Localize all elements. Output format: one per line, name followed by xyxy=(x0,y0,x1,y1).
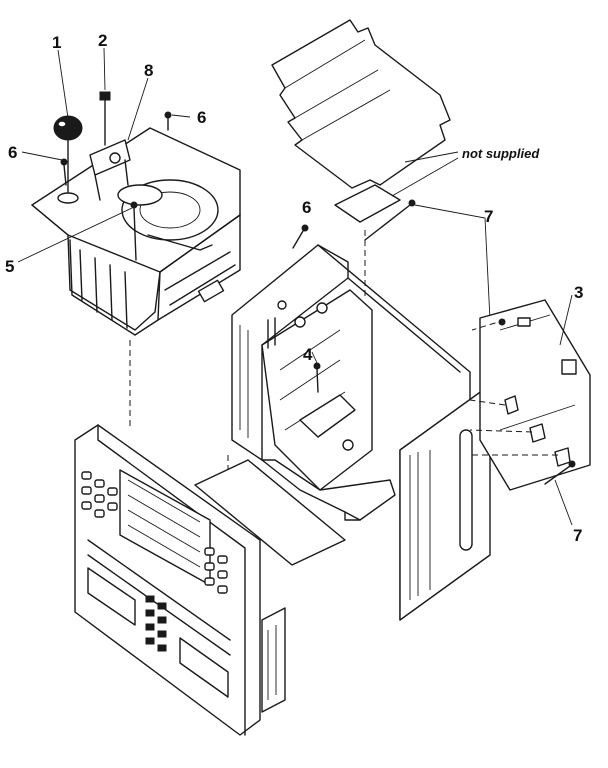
callout-labels: 1 2 8 6 6 6 5 7 3 4 7 not supplied xyxy=(5,31,583,545)
callout-1: 1 xyxy=(52,33,61,52)
callout-6-left: 6 xyxy=(8,143,17,162)
button-cluster-right xyxy=(204,547,228,594)
fasteners-upper xyxy=(292,199,491,321)
callout-4: 4 xyxy=(303,345,313,364)
main-chassis xyxy=(231,244,491,621)
callout-6-mid: 6 xyxy=(302,198,311,217)
callout-5: 5 xyxy=(5,257,14,276)
callout-3: 3 xyxy=(574,283,583,302)
leader-lines xyxy=(17,47,573,526)
callout-8: 8 xyxy=(144,61,153,80)
rear-bracket xyxy=(469,299,591,491)
button-cluster-left xyxy=(81,471,118,518)
alignment-lines xyxy=(129,230,366,470)
callout-7-top: 7 xyxy=(484,207,493,226)
front-panel xyxy=(74,424,261,736)
not-supplied-note: not supplied xyxy=(462,146,540,161)
circuit-board xyxy=(194,459,346,713)
callout-6-top: 6 xyxy=(197,108,206,127)
callout-7-bottom: 7 xyxy=(573,526,582,545)
cd-mechanism-assembly xyxy=(31,91,241,336)
callout-2: 2 xyxy=(98,31,107,50)
shield-plate xyxy=(271,19,459,223)
